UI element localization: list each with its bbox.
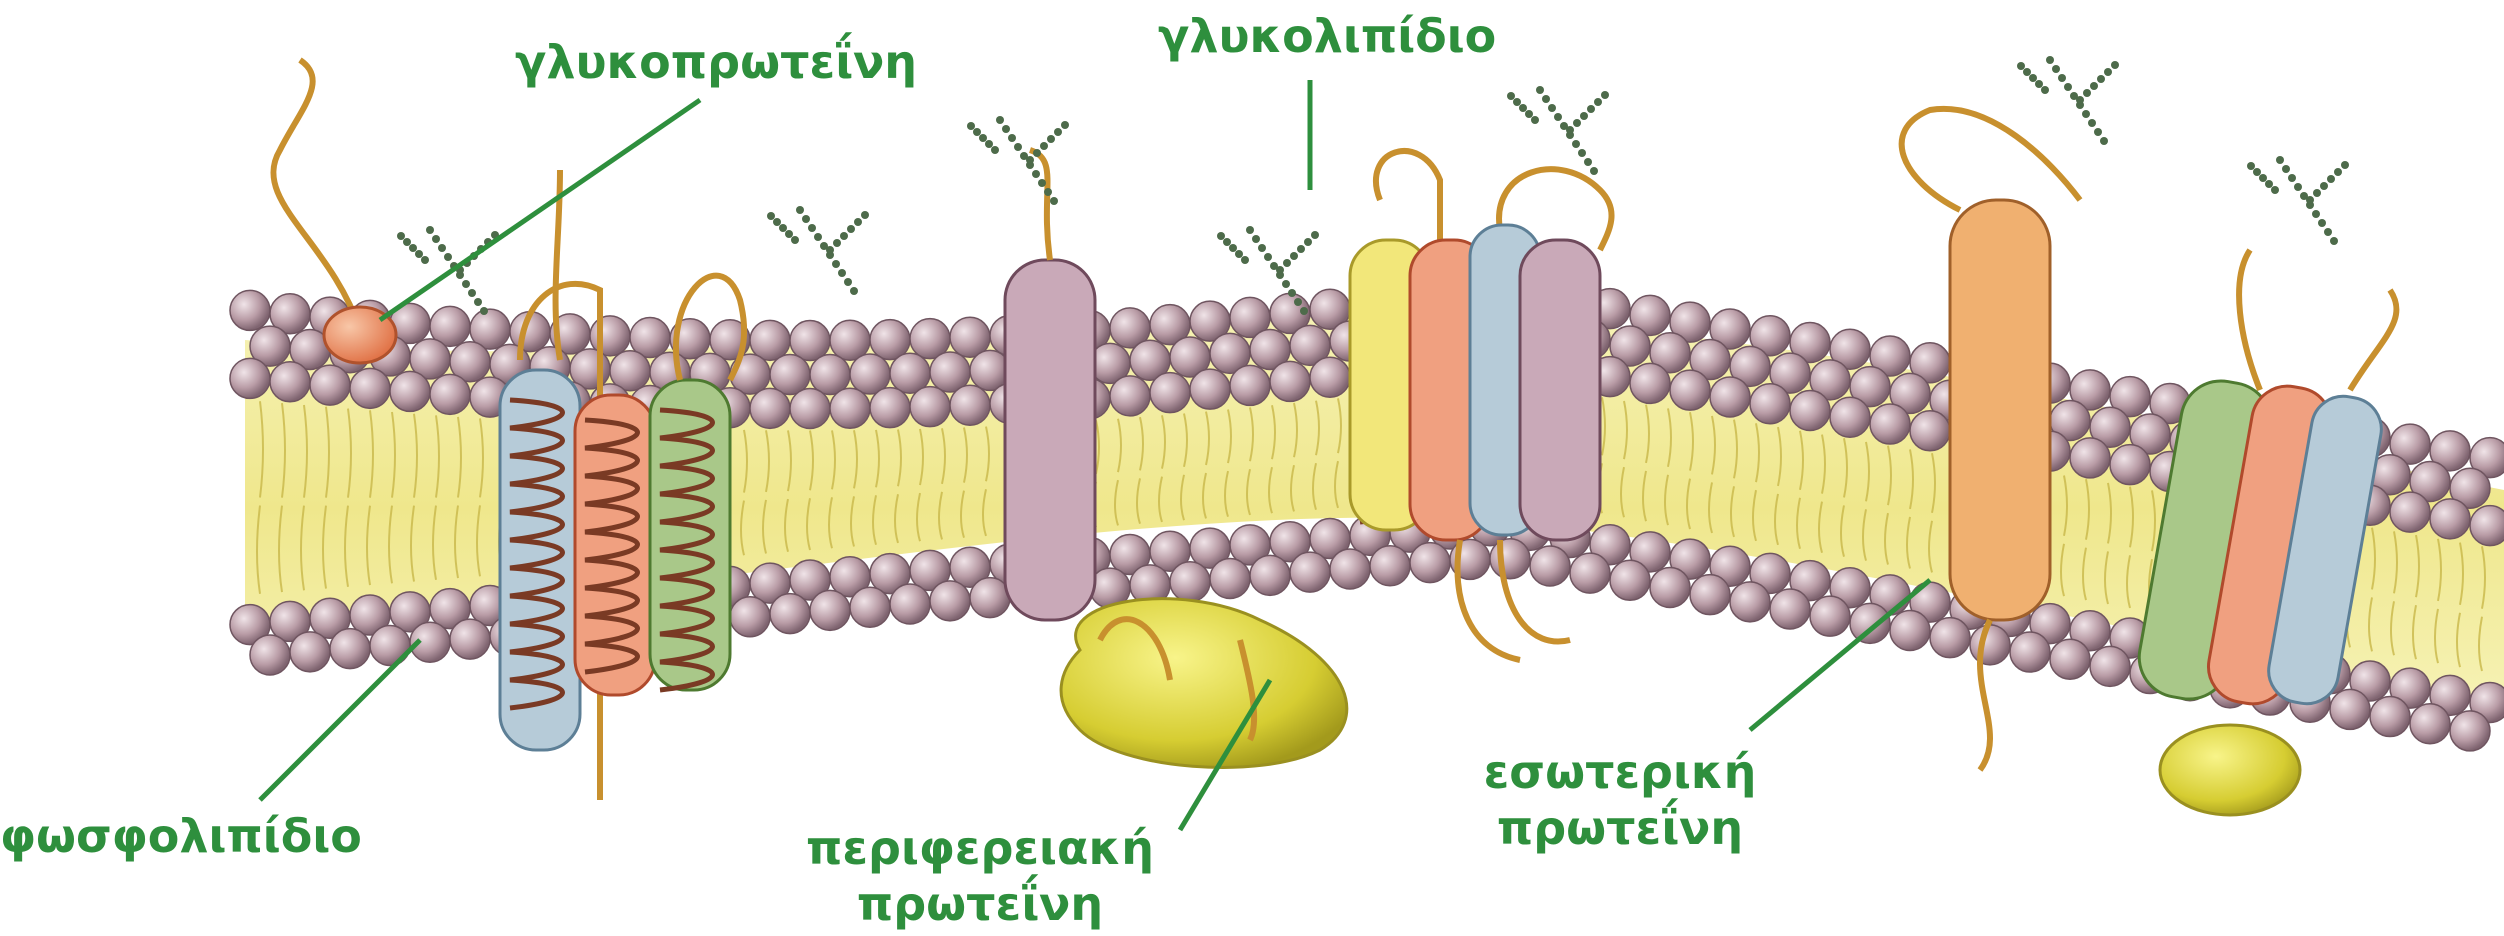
label-peripheral-line2: πρωτεΐνη (780, 876, 1180, 932)
integral-protein-mid (1005, 150, 1095, 620)
pointer-glycoprotein (380, 100, 700, 320)
label-peripheral-line1: περιφερειακή (780, 820, 1180, 876)
label-peripheral-protein: περιφερειακή πρωτεΐνη (780, 820, 1180, 932)
label-integral-line1: εσωτερική (1450, 744, 1790, 800)
label-glycolipid: γλυκολιπίδιο (1158, 8, 1496, 64)
label-integral-line2: πρωτεΐνη (1450, 800, 1790, 856)
peripheral-protein (1061, 599, 1347, 768)
label-glycoprotein: γλυκοπρωτεΐνη (515, 34, 917, 90)
integral-protein-far-right (2133, 250, 2397, 815)
label-integral-protein: εσωτερική πρωτεΐνη (1450, 744, 1790, 856)
label-phospholipid: φωσφολιπίδιο (0, 808, 362, 864)
